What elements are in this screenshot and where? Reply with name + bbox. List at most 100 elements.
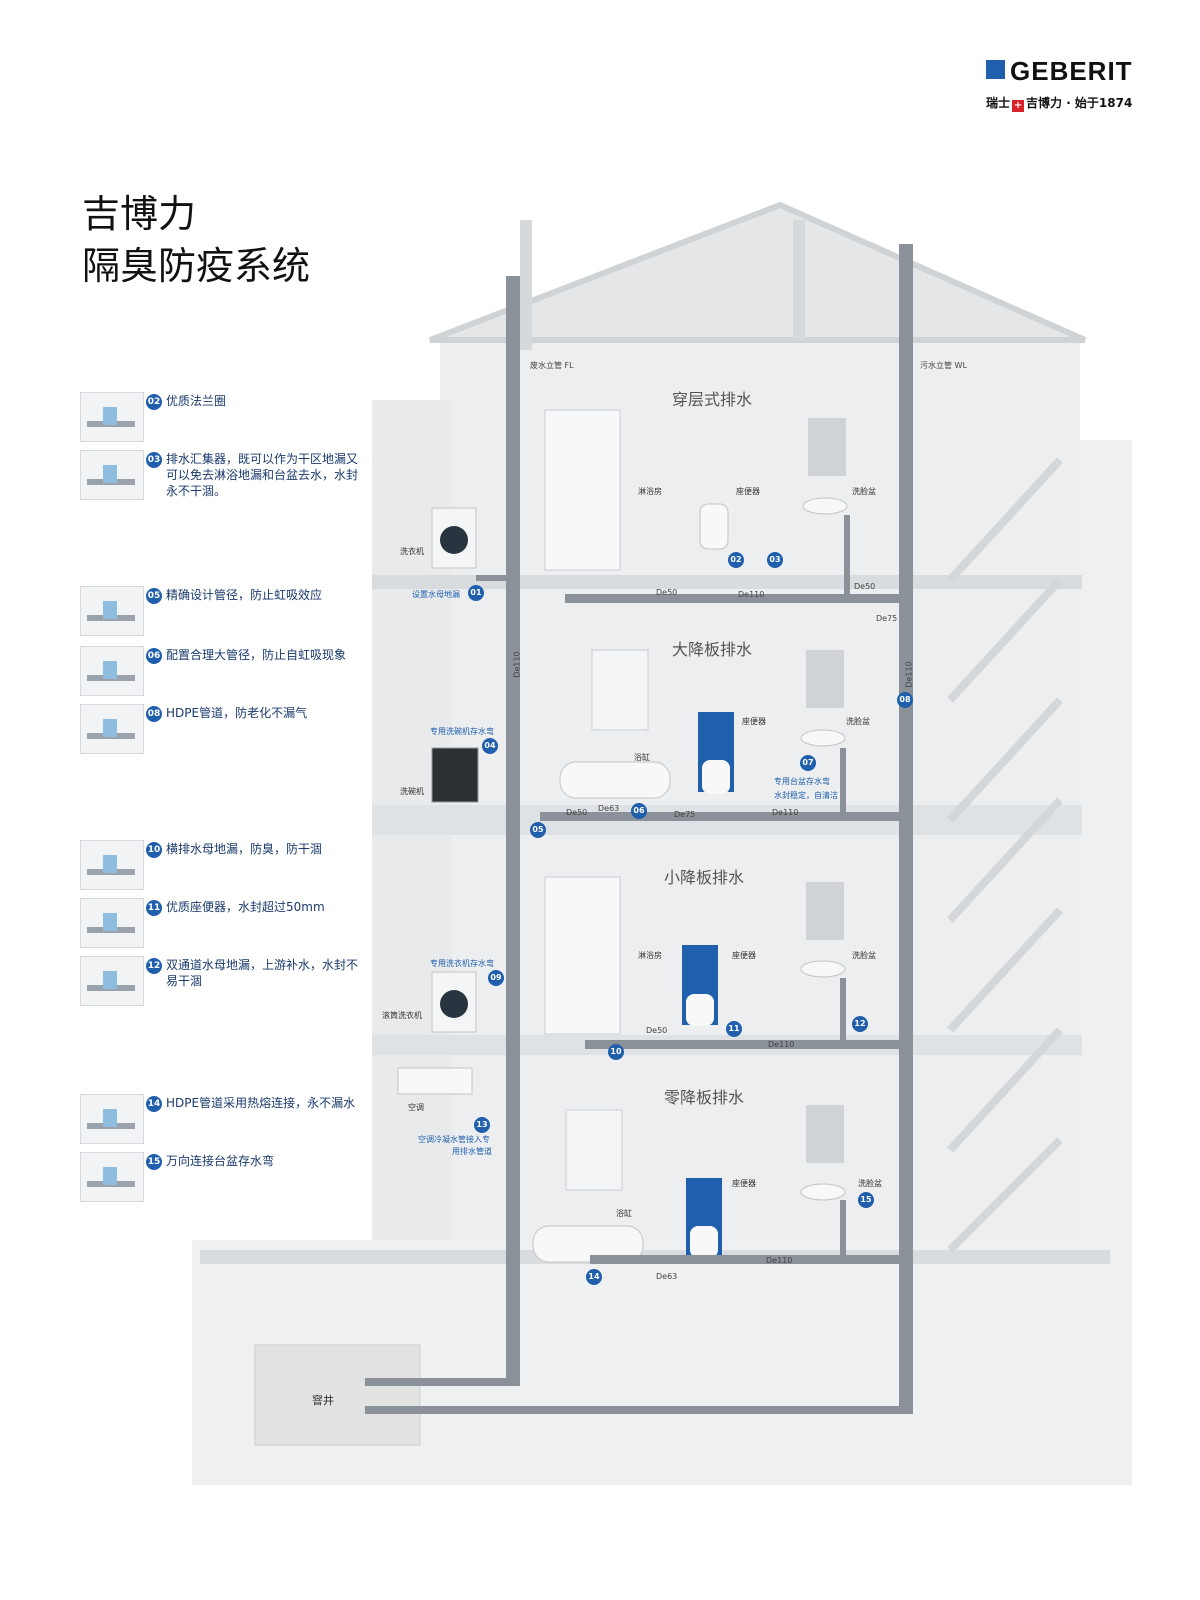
legend-number-badge: 11: [146, 900, 162, 916]
basin-4: [800, 1183, 846, 1201]
riser-left-label: 废水立管 FL: [530, 361, 574, 370]
floor-1-pipe-3: De50: [854, 582, 876, 591]
legend-thumbnail: [80, 646, 144, 696]
legend-text: 万向连接台盆存水弯: [166, 1154, 275, 1168]
basin-3: [800, 960, 846, 978]
floor-2-pipe-1: De50: [566, 808, 588, 817]
page-title: 吉博力 隔臭防疫系统: [82, 188, 310, 292]
legend-thumbnail-part: [103, 913, 117, 931]
legend-thumbnail-part: [103, 1109, 117, 1127]
washer-3-door: [440, 990, 468, 1018]
cesspit-block: [254, 1344, 421, 1446]
floor-4-title: 零降板排水: [664, 1088, 745, 1107]
legend-text: 配置合理大管径，防止自虹吸现象: [166, 648, 347, 662]
riser-right: [899, 244, 913, 1414]
mirror-3: [806, 882, 844, 940]
legend-number-badge: 05: [146, 588, 162, 604]
callout-11: 11: [726, 1021, 742, 1037]
floor-1-pipe-2: De110: [738, 590, 765, 599]
drain-3: [585, 1040, 905, 1049]
callout-14: 14: [586, 1269, 602, 1285]
legend-thumbnail-part: [103, 465, 117, 483]
brand-tagline-post: 吉博力 · 始于1874: [1026, 96, 1133, 110]
staircase: [947, 457, 1063, 1253]
callout-02: 02: [728, 552, 744, 568]
legend-number-badge: 08: [146, 706, 162, 722]
legend-thumbnail-part: [103, 601, 117, 619]
mirror-1: [808, 418, 846, 476]
legend-thumbnail-part: [103, 971, 117, 989]
basin-2-drop: [840, 748, 846, 816]
legend-thumbnail: [80, 586, 144, 636]
building-right-wing: [1080, 440, 1132, 1240]
floor-4-pipe-2: De110: [766, 1256, 793, 1265]
building-tower: [440, 340, 1080, 1240]
riser-left: [506, 276, 520, 1386]
floor-2-bathtub-label: 浴缸: [634, 753, 650, 762]
washer-1-hose: [476, 575, 510, 581]
mirror-4: [806, 1105, 844, 1163]
roof: [428, 201, 1087, 343]
legend-text: HDPE管道采用热熔连接，永不漏水: [166, 1096, 356, 1110]
floor-2-pipe-3: De75: [674, 810, 696, 819]
toilet-2: [702, 760, 730, 794]
legend-thumbnail: [80, 840, 144, 890]
floor-1-title: 穿层式排水: [672, 390, 753, 409]
brand-square-icon: [986, 60, 1005, 79]
floor-3-washer-note: 专用洗衣机存水弯: [430, 959, 494, 968]
legend-text: 双通道水母地漏，上游补水，水封不易干涸: [166, 958, 359, 988]
drain-1: [565, 594, 905, 603]
legend-thumbnail-part: [103, 661, 117, 679]
bathtub-4: [532, 1225, 644, 1263]
floor-4-ac-note-1: 空调冷凝水管接入专: [418, 1135, 490, 1144]
floor-2-dishwasher-label: 洗碗机: [400, 787, 424, 796]
callout-04: 04: [482, 738, 498, 754]
floor-3-shower-label: 淋浴房: [638, 951, 662, 960]
floor-3-pipe-2: De110: [768, 1040, 795, 1049]
basin-4-drop: [840, 1200, 846, 1258]
basin-1-drop: [844, 515, 850, 595]
callout-15: 15: [858, 1192, 874, 1208]
callout-08: 08: [897, 692, 913, 708]
legend-thumbnail: [80, 956, 144, 1006]
floor-1-washer-label: 洗衣机: [400, 547, 424, 556]
drain-2: [540, 812, 905, 821]
callout-10: 10: [608, 1044, 624, 1060]
legend-text: 优质法兰圈: [166, 394, 227, 408]
floor-2-basin-note: 专用台盆存水弯: [774, 777, 830, 786]
callout-13: 13: [474, 1117, 490, 1133]
drain-4: [590, 1255, 905, 1264]
legend-thumbnail-part: [103, 855, 117, 873]
legend-number-badge: 02: [146, 394, 162, 410]
legend-thumbnail-part: [103, 719, 117, 737]
washer-1-door: [440, 526, 468, 554]
riser-right-label: 污水立管 WL: [920, 361, 967, 370]
floor-1-pipe-1: De50: [656, 588, 678, 597]
floor-4-bathtub-label: 浴缸: [616, 1209, 632, 1218]
floor-4-ac-note-2: 用排水管道: [452, 1147, 492, 1156]
legend-number-badge: 14: [146, 1096, 162, 1112]
toilet-1: [699, 503, 729, 550]
legend-thumbnail: [80, 898, 144, 948]
callout-07: 07: [800, 755, 816, 771]
callout-06: 06: [631, 803, 647, 819]
callout-12: 12: [852, 1016, 868, 1032]
floor-1-toilet-label: 座便器: [736, 487, 760, 496]
floor-4-basin-label: 洗脸盆: [858, 1179, 882, 1188]
brand-tagline-pre: 瑞士: [986, 96, 1011, 110]
cesspit-label: 窨井: [312, 1394, 334, 1407]
ac-4: [397, 1067, 473, 1095]
floor-3-pipe-1: De50: [646, 1026, 668, 1035]
riser-right-size: De110: [904, 661, 914, 688]
roof-beam-left: [520, 220, 532, 350]
brand-tagline: 瑞士+吉博力 · 始于1874: [986, 94, 1132, 112]
floor-3-washer-label: 滚筒洗衣机: [382, 1011, 422, 1020]
legend-thumbnail: [80, 1094, 144, 1144]
callout-05: 05: [530, 822, 546, 838]
